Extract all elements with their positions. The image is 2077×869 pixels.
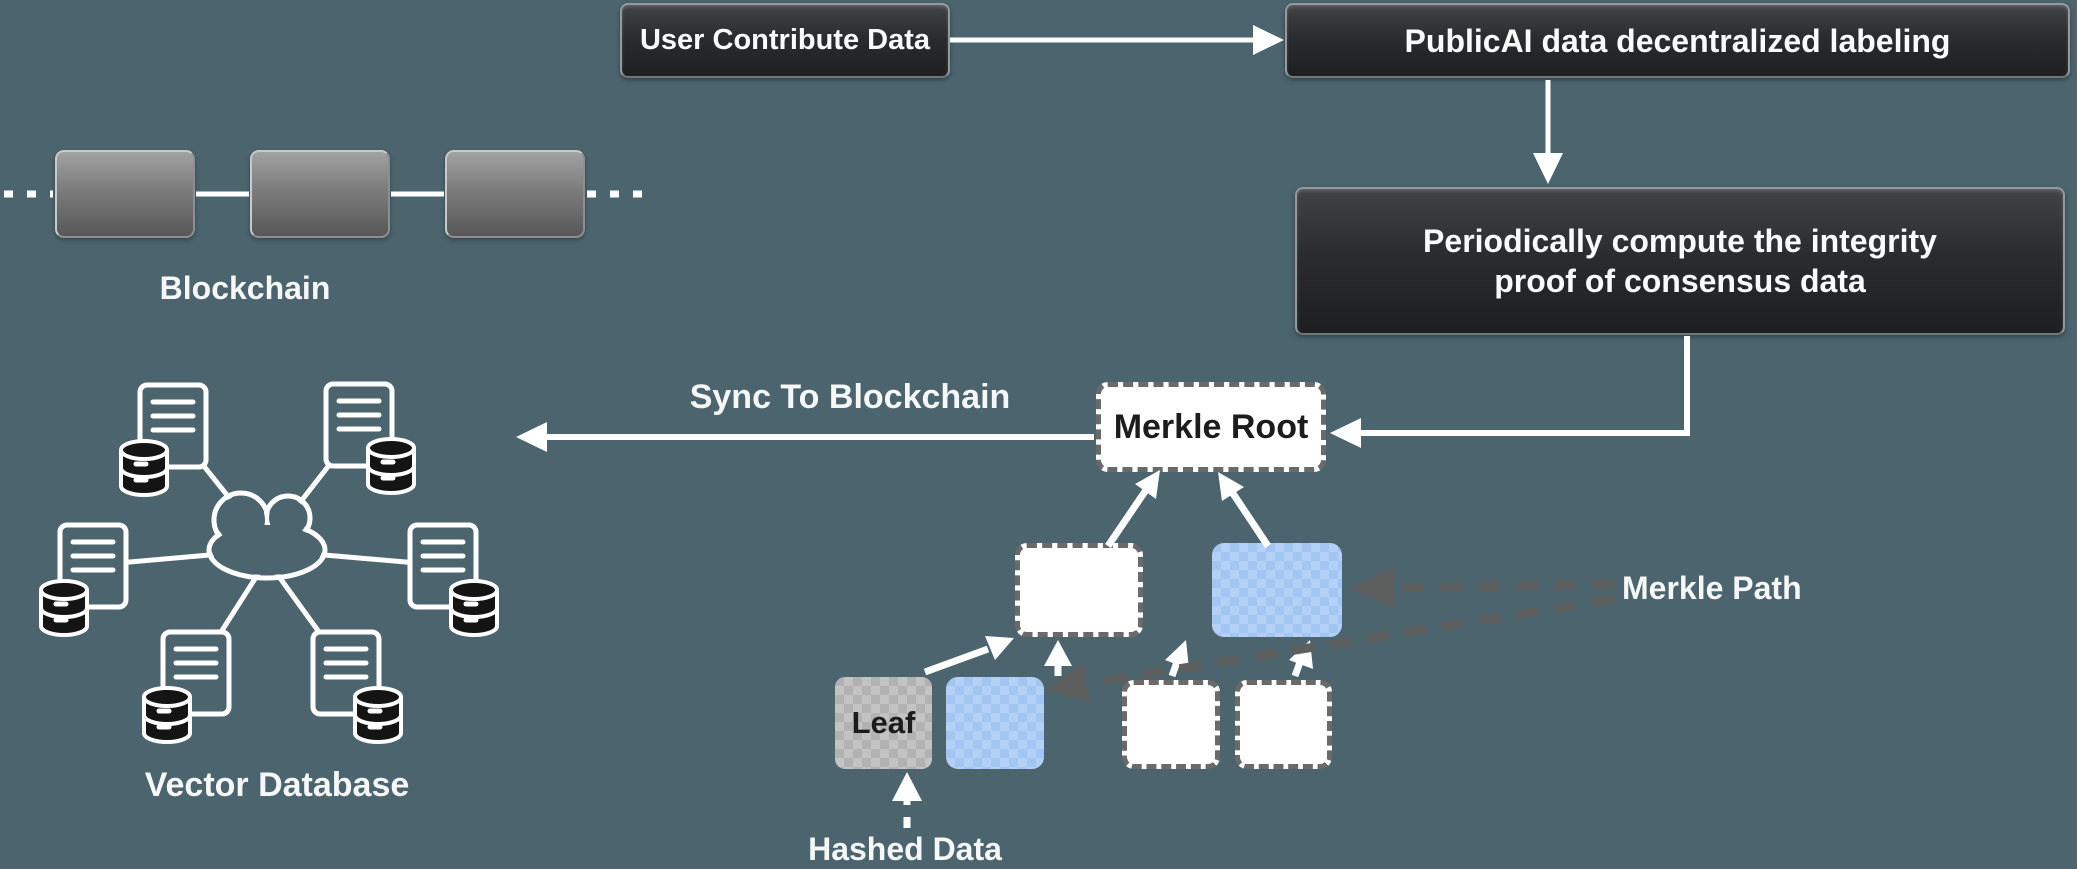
merkle-leaf-node-white-1 <box>1122 680 1220 769</box>
arrow-mid-white-to-root <box>1105 470 1160 548</box>
merkle-mid-node-blue <box>1212 543 1342 637</box>
database-icon <box>144 688 190 742</box>
arrow-leaf-white1-to-mid <box>1165 640 1189 678</box>
cloud-icon <box>206 490 328 581</box>
arrow-leaf-white2-to-mid <box>1289 640 1313 678</box>
server-icon <box>326 384 392 466</box>
vector-database-cluster <box>41 384 497 742</box>
arrow-leaf-gray-to-mid <box>923 636 1014 676</box>
blockchain-block-icon <box>250 150 390 238</box>
blockchain-label: Blockchain <box>159 270 331 306</box>
merkle-leaf-node-gray: Leaf <box>835 677 932 769</box>
vector-db-links <box>92 425 443 671</box>
merkle-path-label: Merkle Path <box>1622 570 1802 606</box>
merkle-mid-node-white <box>1015 543 1143 637</box>
database-icon <box>451 581 497 635</box>
sync-to-blockchain-label: Sync To Blockchain <box>689 378 1011 416</box>
blockchain-block-icon <box>55 150 195 238</box>
database-icon <box>355 688 401 742</box>
database-icon <box>121 441 167 495</box>
publicai-labeling-box: PublicAI data decentralized labeling <box>1285 3 2070 78</box>
leaf-label: Leaf <box>851 705 916 740</box>
arrow-hashed-data-to-leaf <box>892 772 922 828</box>
arrow-sync-to-blockchain <box>516 422 1094 452</box>
database-icon <box>368 439 414 493</box>
user-contribute-data-box: User Contribute Data <box>620 3 950 78</box>
server-icon <box>410 525 476 607</box>
arrow-user-to-publicai <box>950 25 1284 55</box>
publicai-labeling-label: PublicAI data decentralized labeling <box>1404 22 1951 59</box>
merkle-leaf-node-blue <box>946 677 1044 769</box>
arrow-integrity-to-merkle-root <box>1330 336 1690 448</box>
merkle-leaf-node-white-2 <box>1235 680 1332 769</box>
integrity-proof-line1: Periodically compute the integrity <box>1423 223 1937 259</box>
server-icon <box>163 632 229 714</box>
server-icon <box>140 385 206 467</box>
blockchain-block-icon <box>445 150 585 238</box>
arrow-leaf-blue-to-mid <box>1044 640 1072 676</box>
merkle-path-arrow-upper <box>1350 567 1615 609</box>
server-icon <box>313 632 379 714</box>
hashed-data-label: Hashed Data <box>808 831 1002 867</box>
user-contribute-data-label: User Contribute Data <box>639 24 931 57</box>
merkle-root-label: Merkle Root <box>1113 407 1309 446</box>
integrity-proof-box: Periodically compute the integrity proof… <box>1295 187 2065 335</box>
integrity-proof-line2: proof of consensus data <box>1494 263 1866 299</box>
arrow-publicai-to-integrity <box>1533 80 1563 184</box>
arrow-mid-blue-to-root <box>1218 472 1271 548</box>
merkle-root-node: Merkle Root <box>1096 382 1326 472</box>
database-icon <box>41 581 87 635</box>
server-icon <box>60 525 126 607</box>
vector-database-label: Vector Database <box>144 766 410 804</box>
